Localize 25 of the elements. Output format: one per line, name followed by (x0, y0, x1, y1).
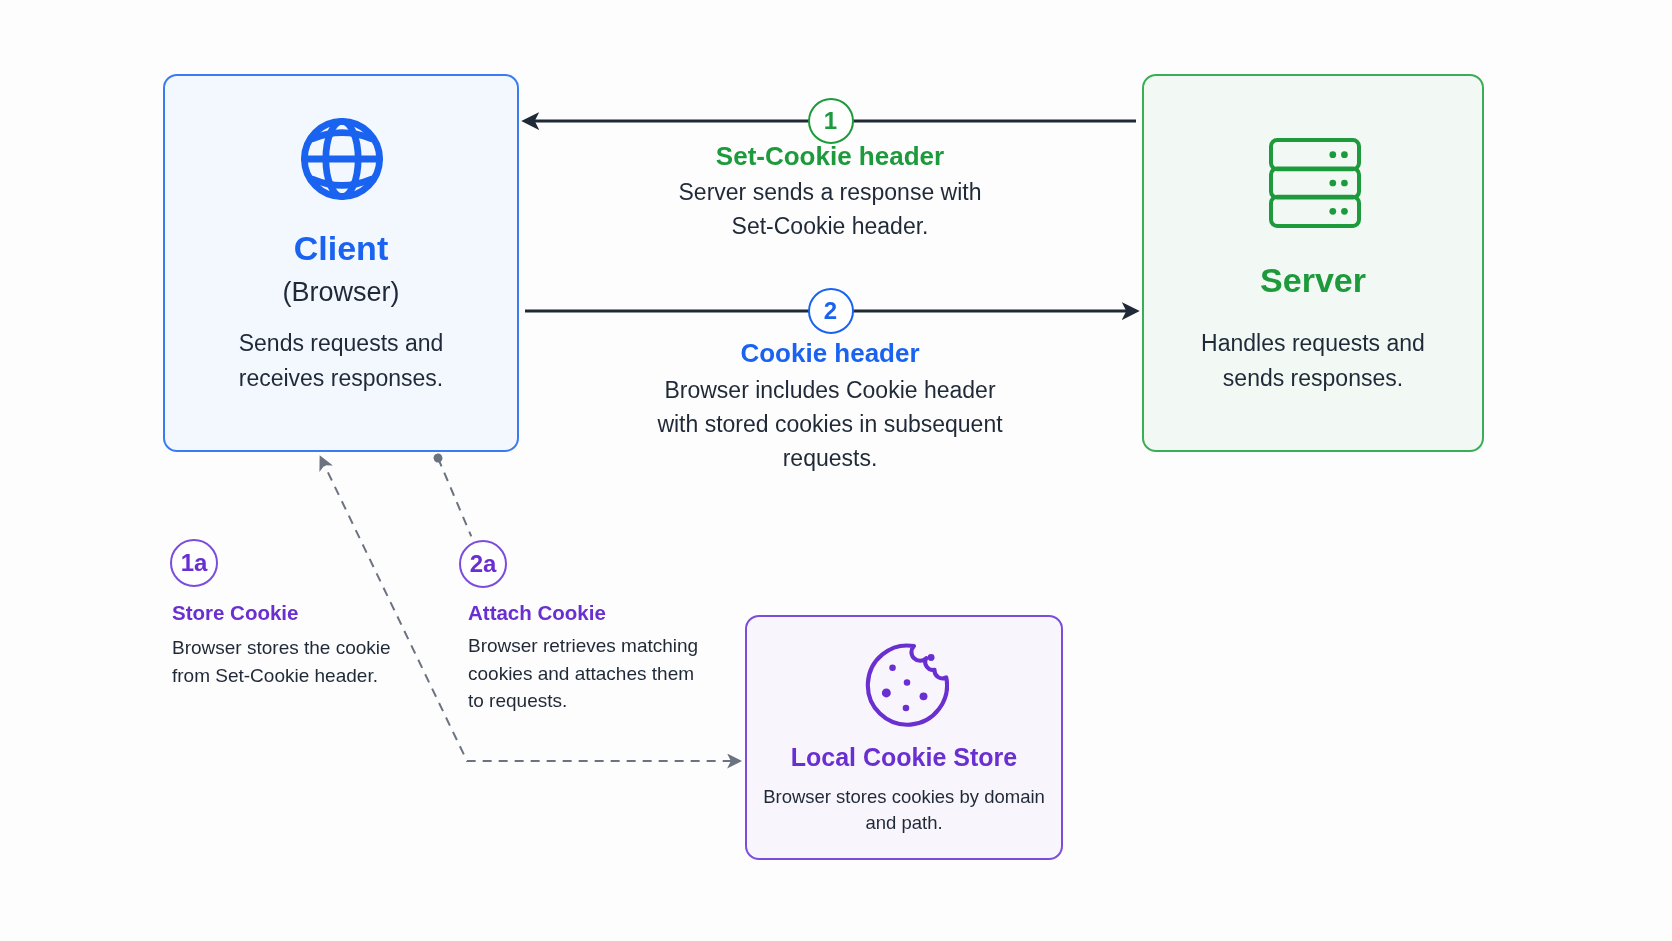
step-number: 2 (807, 288, 854, 334)
step-number: 1 (807, 98, 854, 144)
card-description: Browser stores cookies by domain and path. (762, 785, 1046, 835)
card-description: Sends requests and receives responses. (238, 328, 444, 393)
info-card (163, 74, 519, 452)
dashed-arrow (319, 455, 743, 769)
info-card (1142, 74, 1484, 452)
step-number: 1a (170, 539, 218, 587)
step-number: 2a (459, 540, 507, 588)
info-card (745, 615, 1063, 860)
arrow (521, 112, 1136, 130)
edge-description: Server sends a response with Set-Cookie header. (678, 178, 982, 241)
edge-description: Browser includes Cookie header with stored cookies in subsequent requests. (656, 376, 1004, 473)
card-title: Client (293, 228, 389, 268)
step-description: Browser stores the cookie from Set-Cookie header. (172, 636, 392, 688)
dashed-connector (433, 453, 473, 538)
step-title: Attach Cookie (468, 600, 607, 626)
card-description: Handles requests and sends responses. (1200, 328, 1426, 393)
edge-heading: Cookie header (739, 337, 921, 369)
card-subtitle: (Browser) (281, 276, 401, 308)
card-title: Server (1259, 260, 1367, 300)
card-title: Local Cookie Store (790, 742, 1018, 772)
step-title: Store Cookie (172, 600, 300, 626)
step-description: Browser retrieves matching cookies and attaches them to requests. (468, 634, 700, 713)
arrow (525, 302, 1140, 320)
